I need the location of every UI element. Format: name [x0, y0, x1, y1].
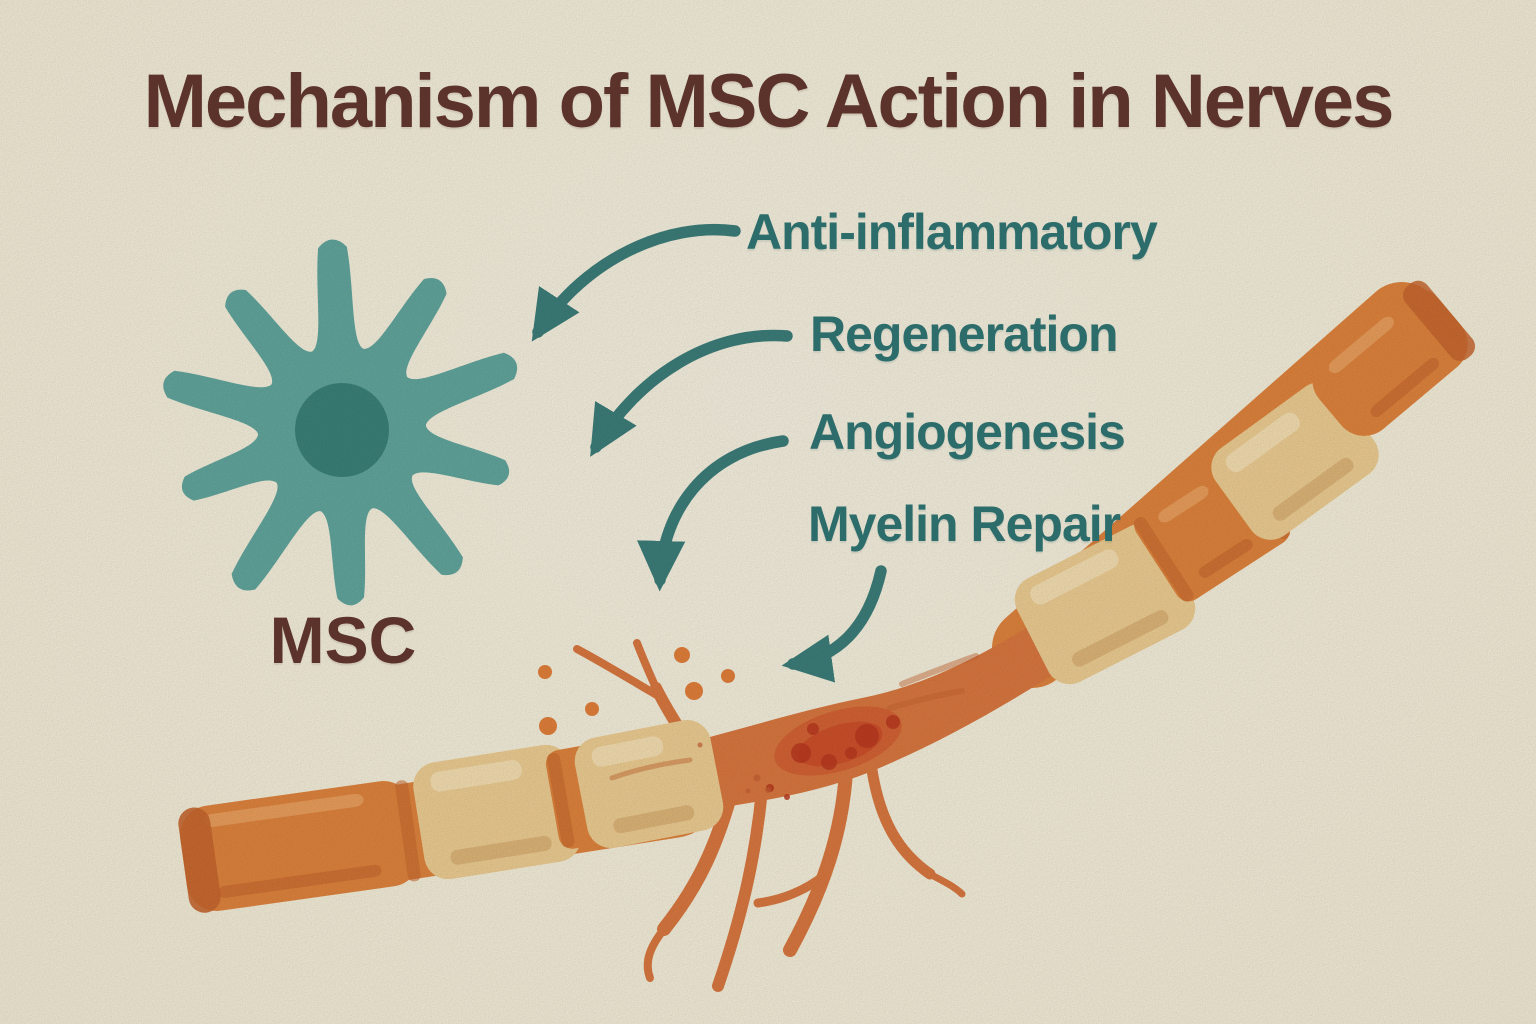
label-angiogenesis: Angiogenesis	[809, 404, 1126, 460]
label-regeneration: Regeneration	[810, 306, 1119, 362]
page-title: Mechanism of MSC Action in Nerves	[143, 59, 1395, 144]
label-anti-inflammatory: Anti-inflammatory	[746, 204, 1158, 260]
label-myelin-repair: Myelin Repair	[808, 496, 1121, 552]
msc-cell-label: MSC	[269, 603, 417, 677]
